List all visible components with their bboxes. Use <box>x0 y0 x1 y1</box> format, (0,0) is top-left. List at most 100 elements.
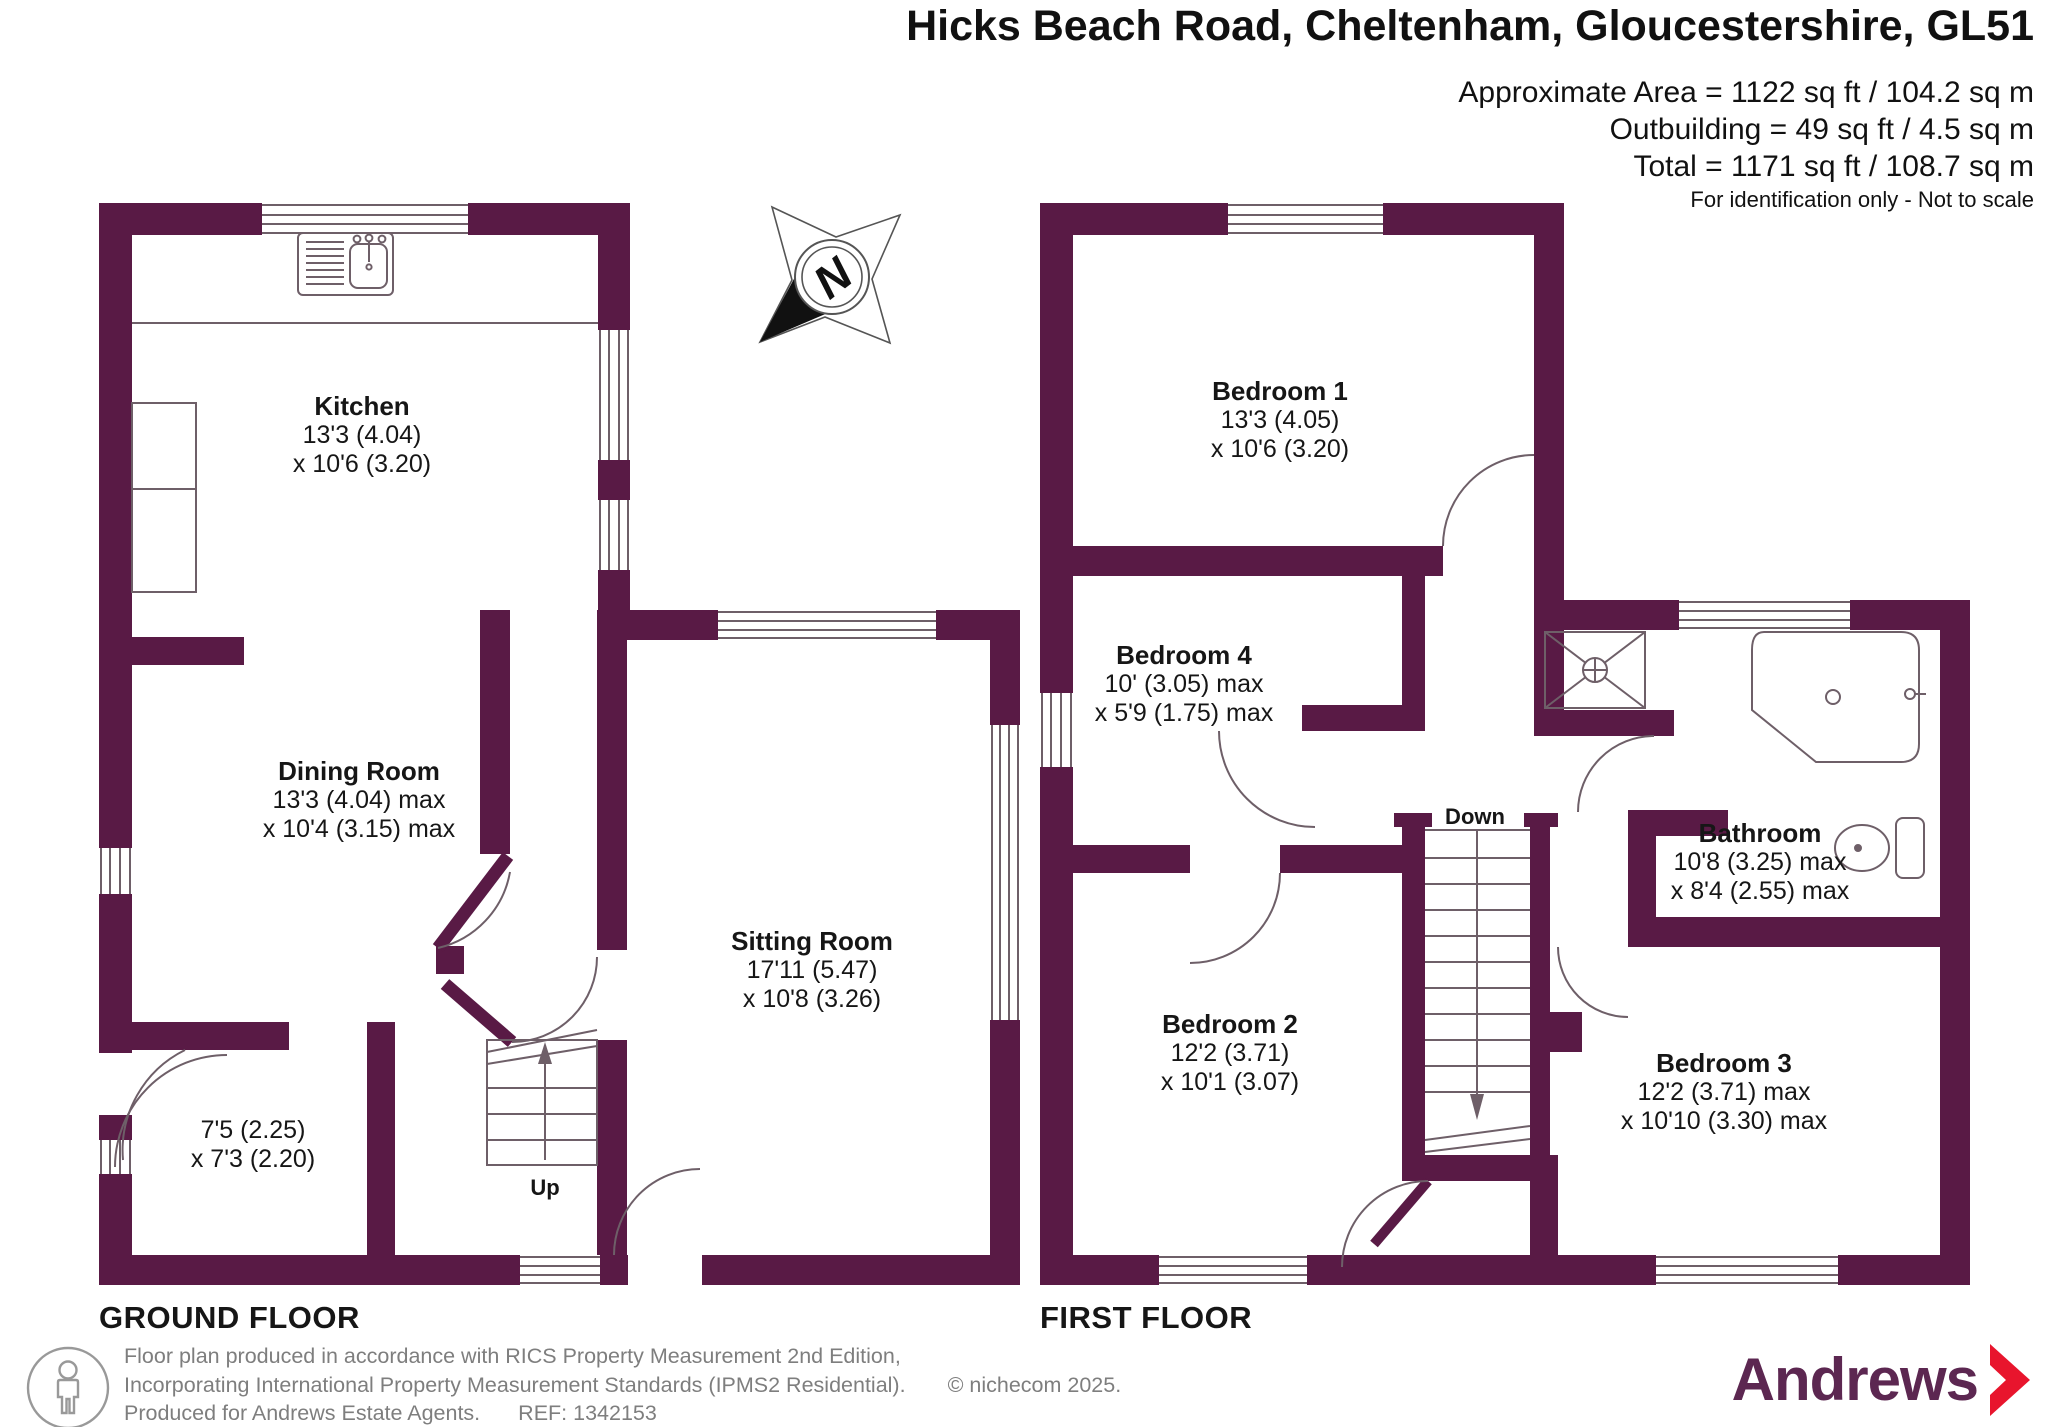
wall-segment <box>99 637 244 665</box>
first-floor-caption: FIRST FLOOR <box>1040 1300 1253 1335</box>
door-leaves <box>432 852 517 1047</box>
footer-copyright: © nichecom 2025. <box>947 1372 1122 1397</box>
room-label-store: 7'5 (2.25) x 7'3 (2.20) <box>190 1116 316 1173</box>
room-label-kitchen: Kitchen 13'3 (4.04) x 10'6 (3.20) <box>292 391 432 478</box>
door-leaf <box>1370 1177 1432 1248</box>
wall-segment <box>1550 1012 1582 1052</box>
wall-segment <box>1040 845 1190 873</box>
wall-segment <box>1040 546 1443 576</box>
andrews-logo-text: Andrews <box>1731 1346 1979 1413</box>
stairs-down-icon <box>1424 829 1531 1153</box>
door-gap <box>628 1255 702 1285</box>
room-label-sitting: Sitting Room 17'11 (5.47) x 10'8 (3.26) <box>731 926 893 1013</box>
wall-segment <box>99 203 132 1285</box>
stairs-down-label: Down <box>1445 804 1505 829</box>
compass-rose-icon: N <box>758 205 902 345</box>
first-floor-plan <box>1040 203 1970 1285</box>
kitchen-sink-icon <box>297 232 394 296</box>
stairs-up-icon <box>486 1029 598 1166</box>
footer-ref: REF: 1342153 <box>518 1401 657 1425</box>
room-label-bathroom: Bathroom 10'8 (3.25) max x 8'4 (2.55) ma… <box>1670 818 1850 905</box>
footer-produced-text: Produced for Andrews Estate Agents. <box>124 1401 481 1425</box>
total-area: Total = 1171 sq ft / 108.7 sq m <box>1633 150 2034 183</box>
stairs-up-label: Up <box>530 1175 560 1200</box>
scale-note: For identification only - Not to scale <box>1690 187 2034 212</box>
door-arc <box>114 1054 228 1168</box>
wall-segment <box>1394 813 1432 827</box>
ground-floor-plan <box>99 203 1020 1285</box>
door-arc <box>1189 872 1281 964</box>
andrews-logo: Andrews <box>1732 1340 2032 1420</box>
door-leaves <box>1370 1177 1432 1248</box>
door-arc <box>613 1168 701 1256</box>
approximate-area: Approximate Area = 1122 sq ft / 104.2 sq… <box>1458 76 2034 109</box>
kitchen-counter <box>131 322 598 593</box>
shower-icon <box>1544 631 1646 709</box>
window <box>99 848 132 894</box>
ground-floor-caption: GROUND FLOOR <box>99 1300 360 1335</box>
door-arc <box>1218 730 1316 828</box>
outbuilding-area: Outbuilding = 49 sq ft / 4.5 sq m <box>1609 113 2034 146</box>
room-label-dining: Dining Room 13'3 (4.04) max x 10'4 (3.15… <box>262 756 456 843</box>
wall-segment <box>597 640 627 950</box>
window <box>520 1255 600 1285</box>
window <box>718 610 936 640</box>
door-arc <box>1442 454 1535 547</box>
wall-segment <box>1402 825 1425 1160</box>
door-arc <box>1557 946 1629 1018</box>
compass-circle <box>794 239 870 315</box>
wall-segment <box>1402 1155 1550 1181</box>
window <box>990 725 1020 1020</box>
door-gap <box>99 1053 132 1115</box>
wall-segment <box>1534 203 1564 546</box>
window <box>1228 203 1383 235</box>
toilet-icon <box>1834 817 1925 879</box>
wall-segment <box>1628 917 1970 947</box>
wall-segment <box>1302 705 1425 731</box>
first-windows <box>1040 203 1850 1285</box>
wall-segment <box>99 1022 289 1050</box>
wall-segment <box>1530 825 1550 1160</box>
door-arc <box>1577 735 1655 813</box>
wall-segment <box>1628 826 1656 917</box>
window <box>1679 600 1850 630</box>
first-walls <box>1040 203 1970 1285</box>
footer-line1: Floor plan produced in accordance with R… <box>124 1344 901 1368</box>
window <box>598 330 630 460</box>
andrews-arrow-icon <box>1990 1344 2030 1416</box>
wall-segment <box>480 610 510 854</box>
window <box>1656 1255 1838 1285</box>
door-leaf <box>440 979 517 1047</box>
room-label-bedroom2: Bedroom 2 12'2 (3.71) x 10'1 (3.07) <box>1160 1009 1300 1096</box>
door-leaf <box>432 852 514 952</box>
door-arc <box>121 1049 186 1161</box>
first-door-arcs <box>1189 454 1655 1268</box>
room-label-bedroom1: Bedroom 1 13'3 (4.05) x 10'6 (3.20) <box>1210 376 1350 463</box>
ground-windows <box>99 203 1020 1285</box>
footer-disclaimer: Floor plan produced in accordance with R… <box>124 1342 1121 1427</box>
wall-segment <box>1524 813 1558 827</box>
window <box>598 500 630 570</box>
window <box>1159 1255 1307 1285</box>
page-title: Hicks Beach Road, Cheltenham, Gloucester… <box>906 2 2034 50</box>
compass-south-pointer <box>760 277 830 342</box>
room-label-bedroom3: Bedroom 3 12'2 (3.71) max x 10'10 (3.30)… <box>1620 1048 1828 1135</box>
window <box>1040 693 1073 767</box>
compass-inner-circle <box>801 246 863 308</box>
door-arc <box>511 956 598 1043</box>
footer-line2: Incorporating International Property Mea… <box>124 1371 1121 1400</box>
footer-ipms-text: Incorporating International Property Mea… <box>124 1372 906 1397</box>
wall-segment <box>367 1022 395 1285</box>
footer-line3: Produced for Andrews Estate Agents. REF: … <box>124 1399 1121 1427</box>
door-arc <box>437 871 511 949</box>
wall-segment <box>1534 710 1674 736</box>
door-arc <box>1341 1180 1429 1268</box>
area-summary: Approximate Area = 1122 sq ft / 104.2 sq… <box>1458 74 2034 215</box>
wall-segment <box>597 1040 627 1255</box>
wall-segment <box>436 946 464 974</box>
room-label-bedroom4: Bedroom 4 10' (3.05) max x 5'9 (1.75) ma… <box>1094 640 1274 727</box>
window <box>262 203 468 235</box>
bath-icon <box>1751 631 1926 763</box>
